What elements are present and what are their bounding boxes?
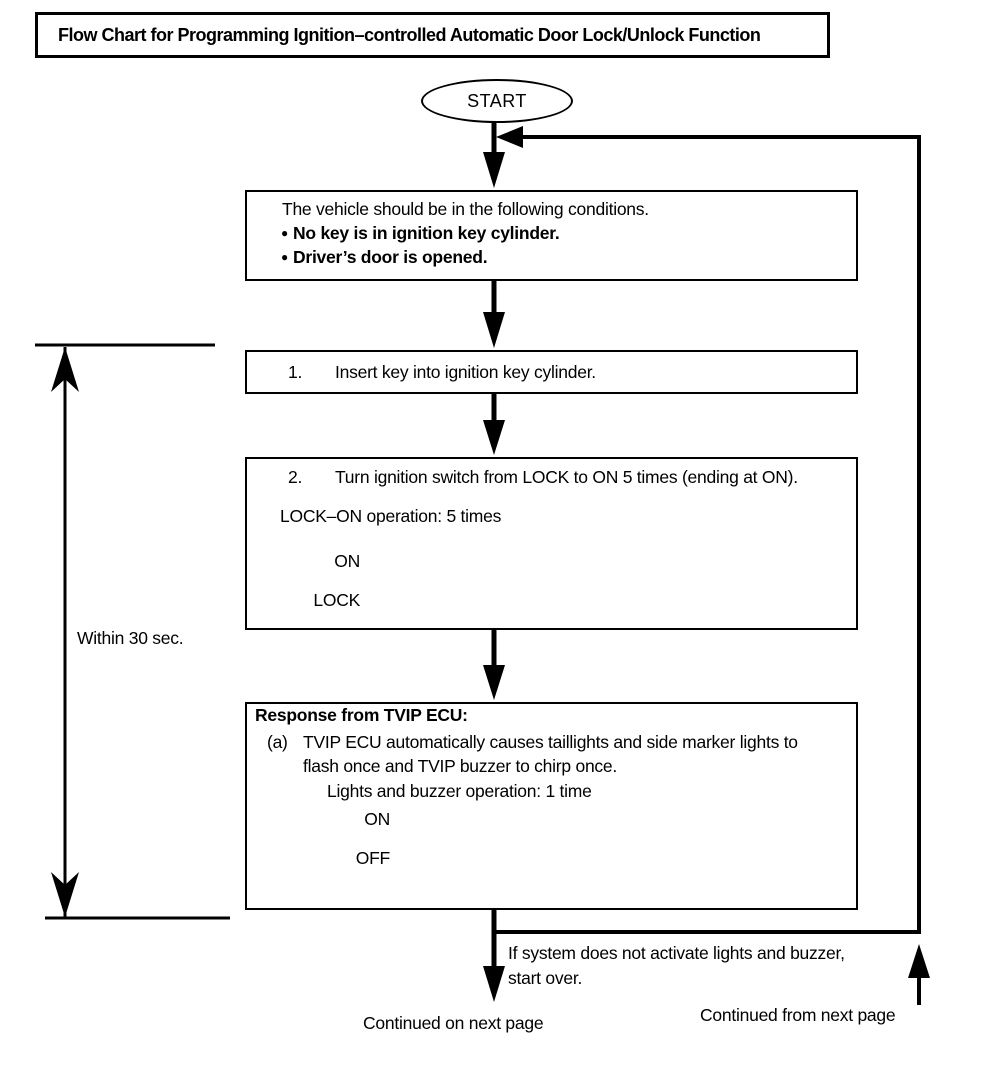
continued-from-next-page-label: Continued from next page xyxy=(700,1005,896,1025)
response-wave-high-label: ON xyxy=(364,809,390,829)
timing-label: Within 30 sec. xyxy=(77,628,184,648)
conditions-intro: The vehicle should be in the following c… xyxy=(282,199,649,219)
page-title: Flow Chart for Programming Ignition–cont… xyxy=(58,24,761,45)
timing-double-arrowheads-icon xyxy=(51,347,79,917)
retry-note-line2: start over. xyxy=(508,968,583,988)
step2-text: Turn ignition switch from LOCK to ON 5 t… xyxy=(335,467,798,487)
condition-item-1: ● No key is in ignition key cylinder. xyxy=(281,222,560,244)
step1-box xyxy=(245,350,858,394)
bullet-icon: ● xyxy=(281,250,288,264)
condition-item-1-text: No key is in ignition key cylinder. xyxy=(293,223,560,243)
condition-item-2: ● Driver’s door is opened. xyxy=(281,246,488,268)
response-wave-low-label: OFF xyxy=(355,848,391,868)
step2-caption: LOCK–ON operation: 5 times xyxy=(280,506,502,526)
start-node: START xyxy=(421,79,573,123)
feedback-arrowhead-icon xyxy=(496,126,523,148)
arrow-conditions-to-step1 xyxy=(483,281,505,348)
arrow-response-to-next-page xyxy=(483,910,505,1002)
condition-item-2-text: Driver’s door is opened. xyxy=(293,247,488,267)
response-item-marker: (a) xyxy=(267,732,288,752)
response-caption: Lights and buzzer operation: 1 time xyxy=(327,781,592,801)
conditions-box xyxy=(245,190,858,281)
arrow-continued-from-next-page xyxy=(908,944,930,1005)
start-label: START xyxy=(467,90,527,111)
arrow-step1-to-step2 xyxy=(483,394,505,455)
step2-wave-high-label: ON xyxy=(334,551,360,571)
arrow-start-to-conditions xyxy=(483,122,505,188)
retry-note-line1: If system does not activate lights and b… xyxy=(508,943,845,963)
response-item-line2: flash once and TVIP buzzer to chirp once… xyxy=(303,756,618,776)
response-item-line1: TVIP ECU automatically causes taillights… xyxy=(303,732,798,752)
response-box xyxy=(245,702,858,910)
step2-wave-low-label: LOCK xyxy=(313,590,360,610)
step2-number: 2. xyxy=(288,467,303,487)
response-heading: Response from TVIP ECU: xyxy=(255,705,468,725)
step1-number: 1. xyxy=(288,362,303,382)
title-box: Flow Chart for Programming Ignition–cont… xyxy=(35,12,830,58)
step1-text: Insert key into ignition key cylinder. xyxy=(335,362,596,382)
bullet-icon: ● xyxy=(281,226,288,240)
arrow-step2-to-response xyxy=(483,630,505,700)
continued-on-next-page-label: Continued on next page xyxy=(363,1013,544,1033)
step2-box xyxy=(245,457,858,630)
